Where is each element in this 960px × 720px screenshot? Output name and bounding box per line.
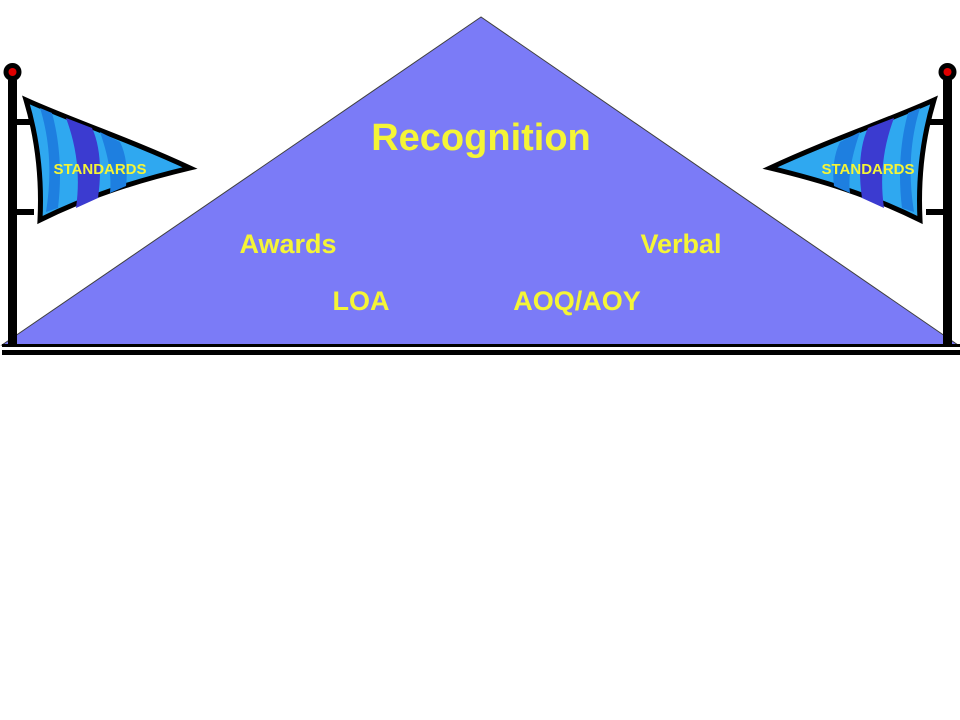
ground-line-lower [2, 350, 960, 355]
item-awards: Awards [239, 229, 336, 259]
right-flag-bracket [926, 119, 944, 215]
ground-line [2, 344, 960, 347]
item-loa: LOA [333, 286, 390, 316]
right-flag: STANDARDS [762, 63, 957, 346]
right-flag-pole [943, 80, 952, 346]
right-flag-label: STANDARDS [821, 161, 914, 178]
item-aoq-aoy: AOQ/AOY [513, 286, 641, 316]
left-flag-pole [8, 80, 17, 346]
left-flag-stripe-mid [100, 132, 127, 193]
right-flag-stripe-dark [860, 118, 894, 208]
left-flag-bracket [16, 119, 34, 215]
left-flag-knob-red [8, 68, 17, 76]
left-flag-label: STANDARDS [53, 161, 146, 178]
right-flag-stripe-edge [900, 108, 920, 212]
recognition-title: Recognition [371, 117, 591, 159]
right-flag-stripe-mid [833, 132, 860, 193]
left-flag-stripe-edge [40, 108, 60, 212]
item-verbal: Verbal [640, 229, 721, 259]
right-flag-knob-red [943, 68, 952, 76]
left-flag: STANDARDS [3, 63, 198, 346]
left-flag-stripe-dark [66, 118, 100, 208]
